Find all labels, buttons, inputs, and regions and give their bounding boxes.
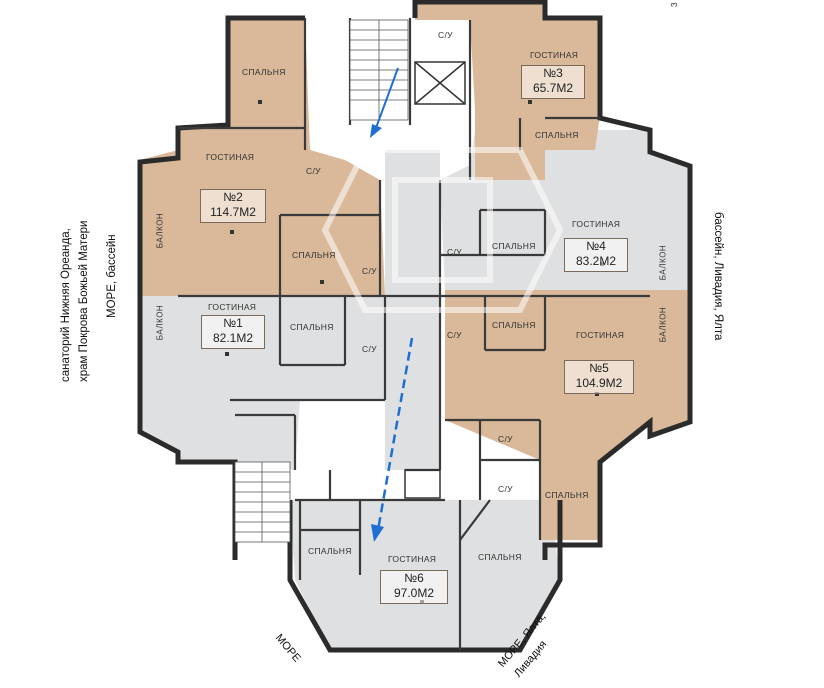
outer-walls (137, 0, 693, 653)
bedroom-label-4: СПАЛЬНЯ (492, 241, 536, 251)
bedroom-label-3: СПАЛЬНЯ (535, 130, 579, 140)
living-label-6: ГОСТИНАЯ (388, 554, 437, 564)
bath-label-5c: С/У (498, 484, 513, 494)
stairs-lower (234, 461, 291, 543)
apartment-badge-2: №2 114.7М2 (200, 189, 266, 223)
living-label-4: ГОСТИНАЯ (572, 219, 621, 229)
left-direction-line3: МОРЕ, бассейн (106, 234, 118, 318)
apartment-badge-4: №4 83.2М2 (564, 238, 628, 272)
balcony-left-lower (140, 296, 178, 450)
apartment-badge-1: №1 82.1М2 (201, 315, 265, 349)
apartment-number-2: №2 (223, 190, 243, 204)
elevator (404, 61, 466, 499)
apartment-number-4: №4 (586, 239, 606, 253)
lower-direction-arrow (376, 337, 414, 531)
apartment-area-2: 114.7М2 (210, 205, 256, 219)
bath-label-1: С/У (362, 344, 377, 354)
bedroom-label-1: СПАЛЬНЯ (290, 322, 334, 332)
balcony-right-upper (650, 150, 690, 290)
watermark-logo (321, 147, 564, 313)
living-label-3: ГОСТИНАЯ (530, 50, 579, 60)
bath-label-5: С/У (447, 330, 462, 340)
bedroom-label-5b: СПАЛЬНЯ (545, 490, 589, 500)
bath-label-3: С/У (438, 30, 453, 40)
apartment-number-3: №3 (543, 66, 563, 80)
apartment-2-zone (178, 20, 385, 296)
bedroom-label-2a: СПАЛЬНЯ (242, 67, 286, 77)
apartment-number-1: №1 (223, 316, 243, 330)
compass-label: З (670, 1, 680, 8)
apartment-area-3: 65.7М2 (532, 81, 574, 95)
balcony-label-left-upper: БАЛКОН (155, 212, 165, 249)
living-label-5: ГОСТИНАЯ (576, 330, 625, 340)
tan-zones (140, 0, 690, 540)
balcony-label-right-upper: БАЛКОН (658, 244, 668, 281)
apartment-3-top (415, 0, 545, 20)
bath-label-2: С/У (306, 166, 321, 176)
bedroom-label-2b: СПАЛЬНЯ (292, 250, 336, 260)
lower-arrow-head (371, 524, 384, 542)
bedroom-label-6b: СПАЛЬНЯ (478, 552, 522, 562)
living-label-2: ГОСТИНАЯ (206, 152, 255, 162)
apartment-area-1: 82.1М2 (212, 331, 254, 345)
upper-direction-arrow (370, 67, 399, 138)
right-direction: бассейн, Ливадия, Ялта (712, 212, 724, 341)
bath-label-4: С/У (447, 247, 462, 257)
apartment-badge-6: №6 97.0М2 (380, 570, 448, 604)
balcony-label-right-lower: БАЛКОН (658, 306, 668, 343)
apartment-number-5: №5 (589, 361, 609, 375)
apartment-3-zone (470, 20, 600, 180)
bath-label-5b: С/У (498, 434, 513, 444)
stairs-upper (349, 19, 409, 121)
apartment-area-5: 104.9М2 (575, 376, 623, 390)
living-label-1: ГОСТИНАЯ (208, 302, 257, 312)
balcony-right-lower (650, 290, 690, 435)
bedroom-label-5a: СПАЛЬНЯ (492, 320, 536, 330)
balcony-label-left-lower: БАЛКОН (155, 304, 165, 341)
left-direction-line2: храм Покрова Божьей Матери (78, 220, 90, 382)
apartment-area-4: 83.2М2 (575, 254, 617, 268)
balcony-left-upper (140, 150, 178, 296)
left-direction-line1: санаторий Нижняя Ореанда, (60, 228, 72, 382)
apartment-area-6: 97.0М2 (393, 586, 435, 600)
apartment-badge-3: №3 65.7М2 (521, 65, 585, 99)
bath-label-2b: С/У (362, 266, 377, 276)
apartment-number-6: №6 (404, 571, 424, 585)
bedroom-label-6a: СПАЛЬНЯ (308, 546, 352, 556)
apartment-badge-5: №5 104.9М2 (564, 360, 634, 394)
